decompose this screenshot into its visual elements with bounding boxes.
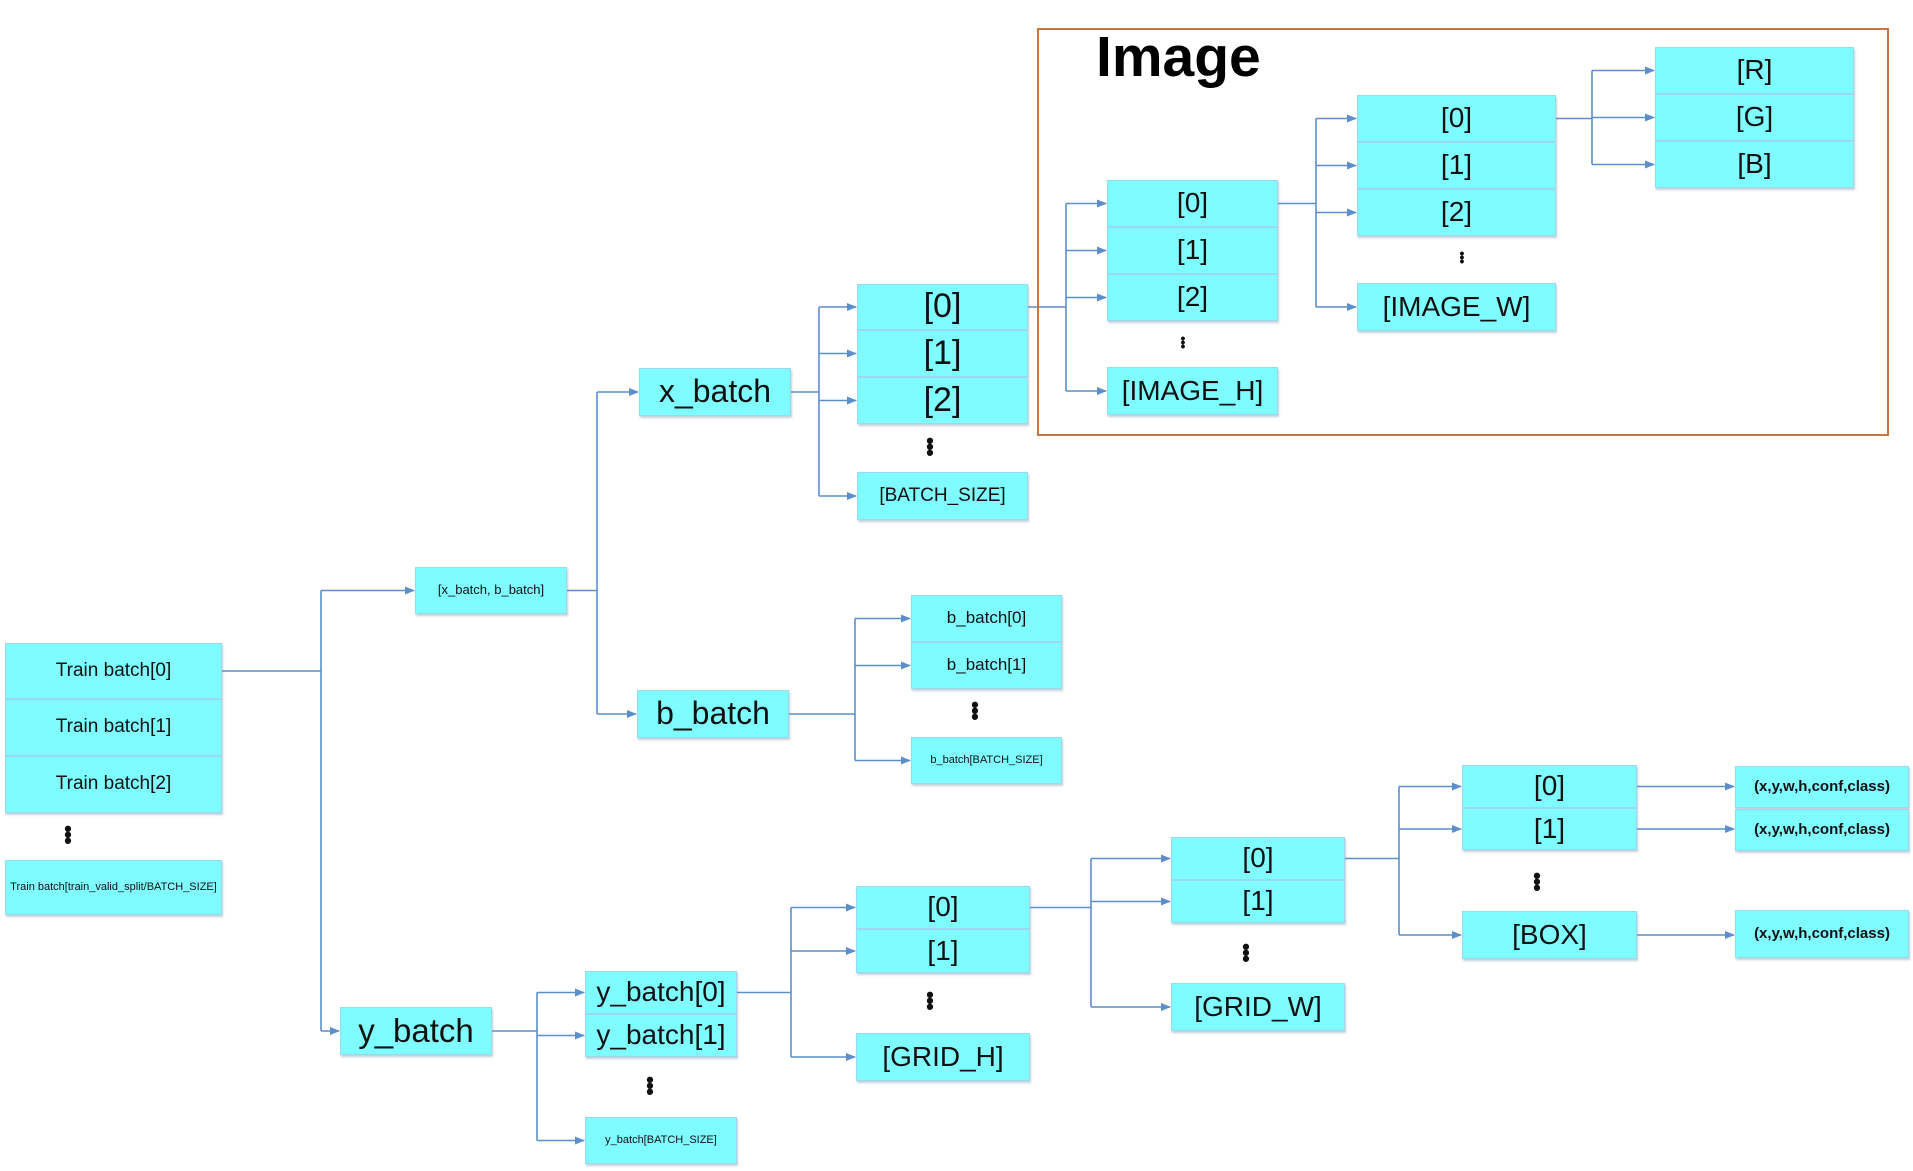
ellipsis-marker: ••• bbox=[1180, 330, 1186, 354]
ellipsis-marker: ••• bbox=[64, 815, 72, 854]
ellipsis-marker: ••• bbox=[971, 691, 979, 730]
node-b-batch-1: b_batch[1] bbox=[911, 642, 1062, 689]
node-image-w-2: [2] bbox=[1357, 189, 1556, 236]
connector-x-batch bbox=[791, 307, 820, 496]
connector-b-batch bbox=[789, 618, 856, 761]
node-grid-h-0: [0] bbox=[856, 886, 1030, 929]
ellipsis-marker: ••• bbox=[1459, 245, 1465, 269]
node-grid-h-1: [1] bbox=[856, 929, 1030, 973]
node-b-batch-last: b_batch[BATCH_SIZE] bbox=[911, 737, 1062, 784]
node-channel-r: [R] bbox=[1655, 47, 1854, 94]
node-channel-b: [B] bbox=[1655, 141, 1854, 188]
node-y-batch-0: y_batch[0] bbox=[585, 971, 737, 1014]
node-grid-w-last: [GRID_W] bbox=[1171, 983, 1345, 1031]
ellipsis-marker: ••• bbox=[1242, 933, 1250, 972]
node-image-w-1: [1] bbox=[1357, 142, 1556, 189]
node-box-last: [BOX] bbox=[1462, 911, 1637, 959]
node-x-batch: x_batch bbox=[639, 368, 791, 416]
node-train-batch-2: Train batch[2] bbox=[5, 756, 222, 813]
ellipsis-marker: ••• bbox=[926, 981, 934, 1020]
connector-y-batch-0 bbox=[737, 907, 792, 1057]
node-train-batch-1: Train batch[1] bbox=[5, 699, 222, 756]
connector-grid-w-0 bbox=[1345, 786, 1400, 935]
node-y-batch-1: y_batch[1] bbox=[585, 1014, 737, 1057]
ellipsis-marker: ••• bbox=[926, 427, 934, 466]
node-b-batch: b_batch bbox=[637, 690, 789, 738]
node-box-values-0: (x,y,w,h,conf,class) bbox=[1735, 766, 1909, 808]
node-image-h-last: [IMAGE_H] bbox=[1107, 367, 1278, 415]
node-grid-h-last: [GRID_H] bbox=[856, 1033, 1030, 1081]
node-box-1: [1] bbox=[1462, 808, 1637, 850]
ellipsis-marker: ••• bbox=[1533, 862, 1541, 901]
node-image-h-0: [0] bbox=[1107, 180, 1278, 227]
connector-y-batch bbox=[492, 992, 538, 1141]
connector-train-batch-0 bbox=[222, 590, 322, 1031]
node-box-values-last: (x,y,w,h,conf,class) bbox=[1735, 910, 1909, 958]
image-group-title: Image bbox=[1096, 25, 1261, 89]
node-image-h-2: [2] bbox=[1107, 274, 1278, 321]
image-group-frame bbox=[1037, 28, 1889, 436]
node-y-batch: y_batch bbox=[340, 1007, 492, 1055]
node-channel-g: [G] bbox=[1655, 94, 1854, 141]
node-x-batch-0: [0] bbox=[857, 284, 1028, 330]
node-x-batch-2: [2] bbox=[857, 377, 1028, 424]
ellipsis-marker: ••• bbox=[646, 1066, 654, 1105]
node-y-batch-last: y_batch[BATCH_SIZE] bbox=[585, 1117, 737, 1164]
connector-xb-bb-pair bbox=[567, 392, 598, 714]
node-image-h-1: [1] bbox=[1107, 227, 1278, 274]
node-xb-bb-pair: [x_batch, b_batch] bbox=[415, 567, 567, 614]
node-b-batch-0: b_batch[0] bbox=[911, 595, 1062, 642]
node-train-batch-last: Train batch[train_valid_split/BATCH_SIZE… bbox=[5, 860, 222, 915]
node-box-0: [0] bbox=[1462, 765, 1637, 808]
node-image-w-last: [IMAGE_W] bbox=[1357, 283, 1556, 331]
node-train-batch-0: Train batch[0] bbox=[5, 643, 222, 699]
node-box-values-1: (x,y,w,h,conf,class) bbox=[1735, 809, 1909, 851]
node-grid-w-1: [1] bbox=[1171, 880, 1345, 923]
connector-grid-h-0 bbox=[1030, 858, 1092, 1007]
node-x-batch-last: [BATCH_SIZE] bbox=[857, 472, 1028, 520]
node-image-w-0: [0] bbox=[1357, 95, 1556, 142]
node-grid-w-0: [0] bbox=[1171, 837, 1345, 880]
node-x-batch-1: [1] bbox=[857, 330, 1028, 377]
